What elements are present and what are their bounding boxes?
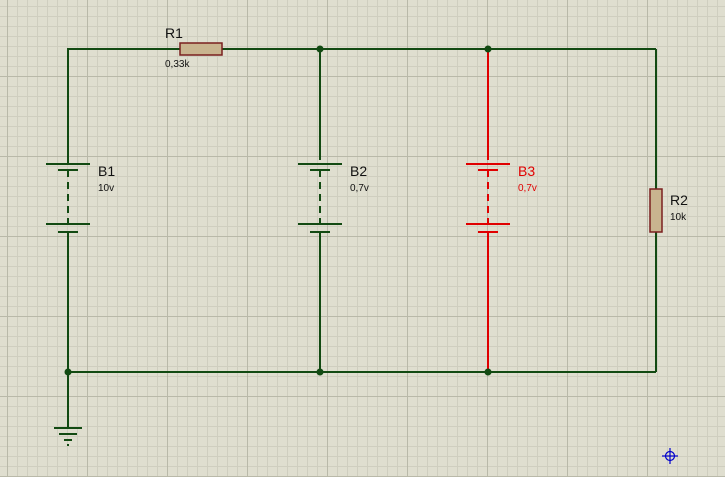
wire-top-left[interactable] <box>67 48 170 160</box>
b2-name-label: B2 <box>350 163 367 179</box>
battery-b3[interactable]: B3 0,7v <box>466 163 537 233</box>
ground-symbol-icon[interactable] <box>54 427 82 446</box>
junction-dot[interactable] <box>64 368 72 376</box>
b2-value-label: 0,7v <box>350 183 369 194</box>
junction-dot[interactable] <box>484 45 492 53</box>
r2-name-label: R2 <box>670 192 688 208</box>
resistor-r1[interactable]: R1 0,33k <box>165 25 232 70</box>
b3-value-label: 0,7v <box>518 183 537 194</box>
r1-value-label: 0,33k <box>165 59 190 70</box>
junction-dot[interactable] <box>484 368 492 376</box>
battery-b2[interactable]: B2 0,7v <box>298 163 369 233</box>
junction-dot[interactable] <box>316 45 324 53</box>
resistor-r2[interactable]: R2 10k <box>649 188 688 233</box>
r2-value-label: 10k <box>670 212 687 223</box>
b1-value-label: 10v <box>98 183 114 194</box>
junctions <box>64 45 492 376</box>
battery-b1[interactable]: B1 10v <box>46 160 115 233</box>
crosshair-icon <box>662 448 678 464</box>
b1-name-label: B1 <box>98 163 115 179</box>
junction-dot[interactable] <box>316 368 324 376</box>
b3-name-label: B3 <box>518 163 535 179</box>
r1-name-label: R1 <box>165 25 183 41</box>
wires <box>67 48 657 428</box>
